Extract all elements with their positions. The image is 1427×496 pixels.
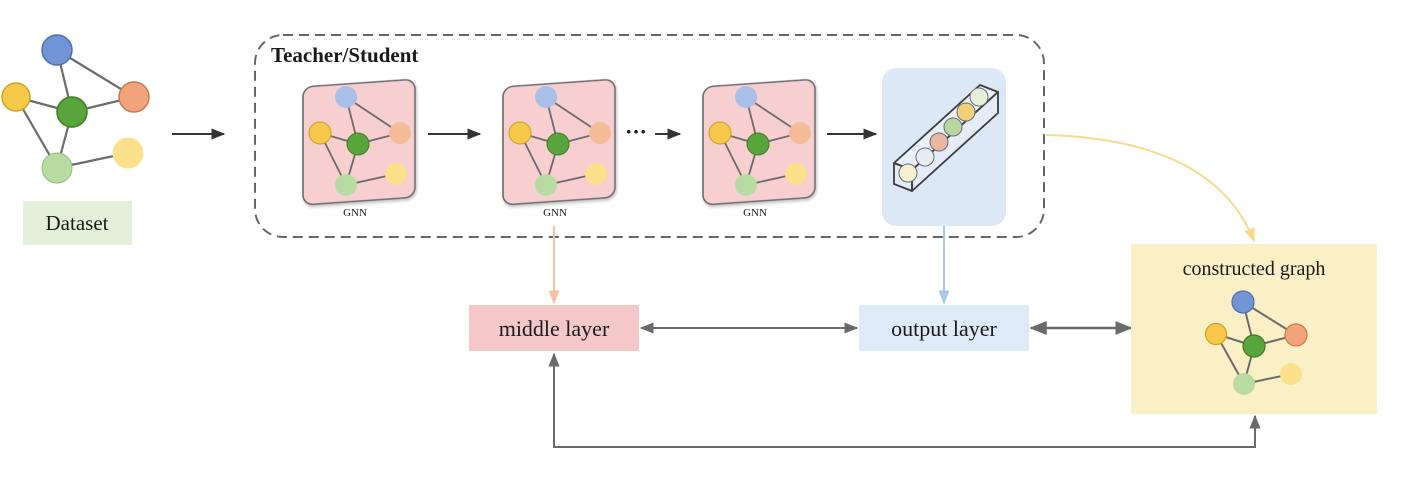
dataset-label: Dataset — [46, 211, 109, 235]
output-layer-label: output layer — [891, 316, 997, 341]
output-embedding-panel — [882, 68, 1006, 226]
graph-node-blue — [41, 34, 73, 66]
graph-node-light-green — [41, 152, 73, 184]
middle-layer-box: middle layer — [469, 305, 639, 351]
gnn-card-1: GNN — [302, 79, 416, 219]
gnn-label-1: GNN — [343, 207, 367, 219]
dataset-graph — [1, 34, 150, 184]
graph-node-yellow — [1, 82, 31, 112]
teacher-student-group — [254, 34, 1045, 238]
graph-node-orange — [118, 81, 150, 113]
arrow-feedback-loop — [548, 352, 1261, 448]
ellipsis: ··· — [625, 119, 647, 144]
dataset-label-box: Dataset — [23, 201, 132, 245]
output-layer-box: output layer — [859, 305, 1029, 351]
teacher-student-title: Teacher/Student — [271, 43, 418, 67]
gnn-card-2: GNN — [502, 79, 616, 219]
arrow-output-to-constructed-graph — [1045, 134, 1255, 243]
gnn-label-3: GNN — [743, 207, 767, 219]
graph-node-light-yellow — [112, 137, 144, 169]
gnn-label-2: GNN — [543, 207, 567, 219]
graph-node-green — [56, 96, 88, 128]
middle-layer-label: middle layer — [499, 316, 610, 341]
constructed-graph-box: constructed graph — [1131, 244, 1377, 414]
constructed-graph-label: constructed graph — [1183, 258, 1326, 280]
gnn-card-3: GNN — [702, 79, 816, 219]
